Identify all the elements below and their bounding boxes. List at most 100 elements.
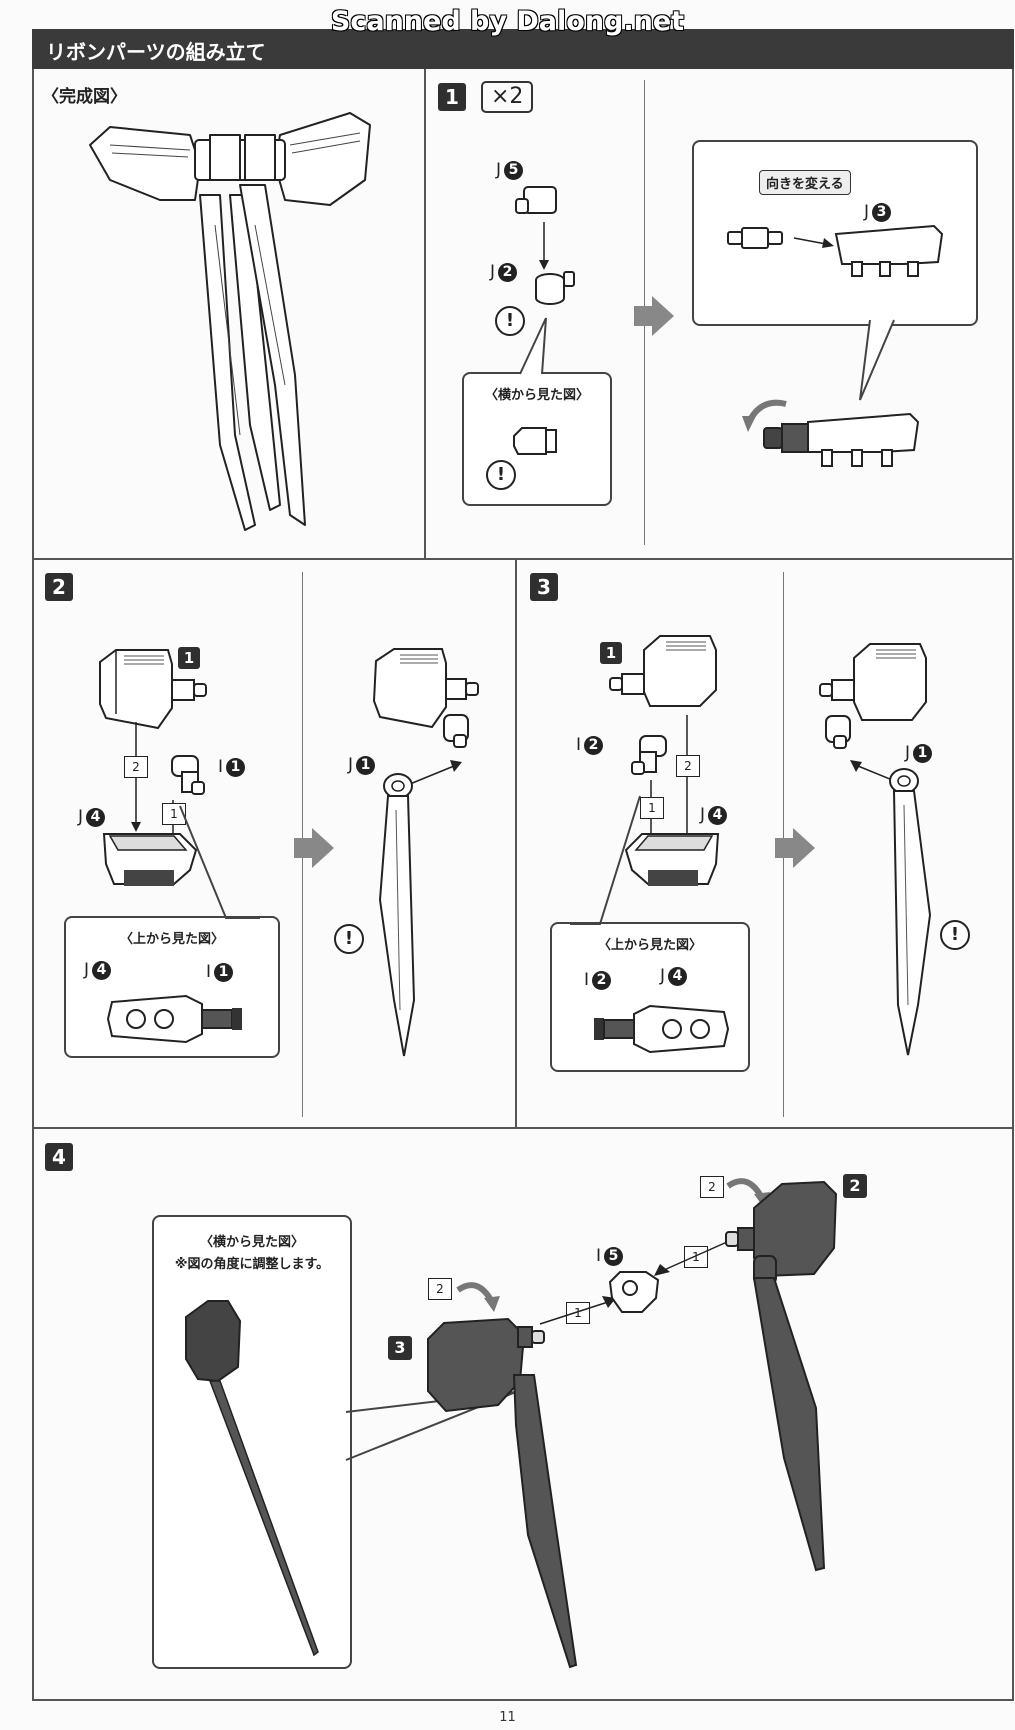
step4-side-view-callout: 〈横から見た図〉 ※図の角度に調整します。 (152, 1215, 352, 1669)
callout-pointer (570, 795, 641, 925)
step2-part-illustration (725, 1180, 838, 1572)
step1-assembly-illustration (99, 649, 207, 730)
part-i1-illustration (171, 755, 205, 795)
divider (32, 1127, 1014, 1129)
side-view-blade-illustration (185, 1300, 319, 1657)
callout-title: 〈横から見た図〉 (199, 1235, 304, 1250)
part-number-badge: 4 (92, 960, 112, 980)
step3-part-illustration (427, 1317, 578, 1669)
insert-arrow (539, 222, 549, 270)
part-letter: I (206, 962, 212, 982)
part-i2-illustration (631, 735, 667, 775)
callout-title: 〈横から見た図〉 (484, 388, 589, 403)
part-j4-illustration (102, 833, 198, 886)
part-number-badge: 1 (226, 757, 246, 777)
blade-j1-illustration (378, 773, 416, 1057)
part-letter: J (496, 160, 502, 180)
top-view-illustration (106, 994, 242, 1044)
callout-title: 〈上から見た図〉 (119, 932, 224, 947)
order-1-marker: 1 (640, 797, 664, 819)
insert-arrow (539, 1296, 616, 1325)
step1-side-view-callout: 〈横から見た図〉 ! (462, 372, 612, 506)
header-bar: リボンパーツの組み立て (32, 29, 1014, 69)
ref-step2-badge: 2 (843, 1174, 867, 1198)
part-number-badge: 5 (604, 1246, 624, 1266)
step2-number: 2 (45, 573, 73, 601)
step3-result-illustration (819, 643, 927, 749)
side-view-illustration (513, 427, 557, 455)
page-number: 11 (499, 1710, 516, 1725)
next-step-arrow (294, 828, 334, 868)
insert-arrow (654, 1237, 737, 1276)
completed-title: 〈完成図〉 (42, 87, 127, 107)
part-letter: J (905, 743, 911, 763)
order-1-marker: 1 (566, 1302, 590, 1324)
rotate-arrow-icon (456, 1282, 500, 1312)
order-2-marker: 2 (700, 1176, 724, 1198)
top-view-illustration (594, 1004, 730, 1054)
part-letter: J (84, 960, 90, 980)
caution-icon: ! (334, 924, 364, 954)
part-letter: I (218, 757, 224, 777)
side-view-note: ※図の角度に調整します。 (174, 1257, 330, 1272)
ref-step1-badge: 1 (178, 647, 200, 669)
part-letter: J (490, 262, 496, 282)
part-number-badge: 4 (668, 966, 688, 986)
divider (515, 558, 517, 1128)
next-step-arrow (775, 828, 815, 868)
part-j2-illustration (535, 271, 575, 305)
callout-pointer (859, 319, 895, 401)
callout-pointer (179, 805, 260, 919)
step1-multiplier: ×2 (481, 81, 534, 113)
step1-number: 1 (438, 83, 466, 111)
ref-step1-badge: 1 (600, 642, 622, 664)
part-number-badge: 2 (584, 735, 604, 755)
joint-part-illustration (727, 227, 783, 249)
insert-arrow (793, 237, 834, 248)
part-number-badge: 4 (708, 805, 728, 825)
divider (32, 558, 1014, 560)
watermark-text: Scanned by Dalong.net (330, 6, 685, 37)
part-number-badge: 4 (86, 807, 106, 827)
insert-arrow (409, 760, 462, 785)
part-number-badge: 5 (504, 160, 524, 180)
part-letter: J (78, 807, 84, 827)
caution-icon: ! (495, 306, 525, 336)
part-i5-illustration (608, 1271, 660, 1313)
part-letter: J (864, 202, 870, 222)
part-number-badge: 1 (913, 743, 933, 763)
callout-pointer (519, 317, 547, 375)
part-letter: I (576, 735, 582, 755)
step3-number: 3 (530, 573, 558, 601)
part-letter: J (348, 755, 354, 775)
assembled-j3-illustration (763, 412, 920, 467)
step4-number: 4 (45, 1143, 73, 1171)
blade-j1-illustration (889, 768, 932, 1056)
part-letter: J (700, 805, 706, 825)
order-2-marker: 2 (428, 1278, 452, 1300)
part-j4-illustration (624, 833, 720, 886)
direction-change-tag: 向きを変える (759, 170, 851, 195)
order-1-marker: 1 (684, 1246, 708, 1268)
part-number-badge: 1 (356, 755, 376, 775)
part-letter: J (660, 966, 666, 986)
rotate-arrow-icon (742, 399, 787, 432)
ribbon-completed-illustration (89, 112, 371, 531)
